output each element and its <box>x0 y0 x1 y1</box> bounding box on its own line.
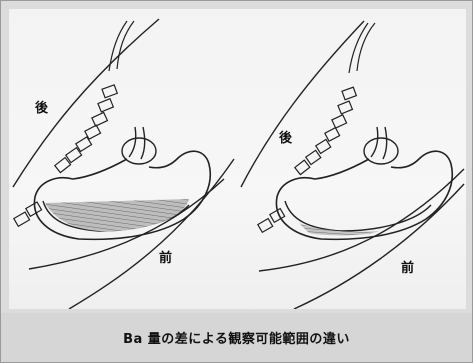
right-body-wall-lower <box>259 169 464 271</box>
right-esophagus <box>371 127 378 157</box>
right-anterior-label: 前 <box>401 257 414 276</box>
figure-caption: Ba 量の差による観察可能範囲の違い <box>123 328 350 347</box>
left-spine <box>14 21 134 226</box>
right-spine <box>258 23 375 232</box>
left-panel-diagram <box>13 19 234 309</box>
right-posterior-label: 後 <box>279 127 292 146</box>
right-body-contour <box>294 184 464 309</box>
caption-bar: Ba 量の差による観察可能範囲の違い <box>1 313 472 362</box>
left-anterior-label: 前 <box>159 247 172 266</box>
left-barium-pool <box>45 199 189 231</box>
right-fundus <box>364 138 398 164</box>
left-posterior-label: 後 <box>35 97 48 116</box>
left-fundus <box>122 138 156 164</box>
illustration-area: 後 前 後 前 <box>9 9 466 309</box>
right-panel-diagram <box>241 21 464 309</box>
left-esophagus <box>129 127 136 157</box>
stomach-diagrams <box>9 9 466 309</box>
